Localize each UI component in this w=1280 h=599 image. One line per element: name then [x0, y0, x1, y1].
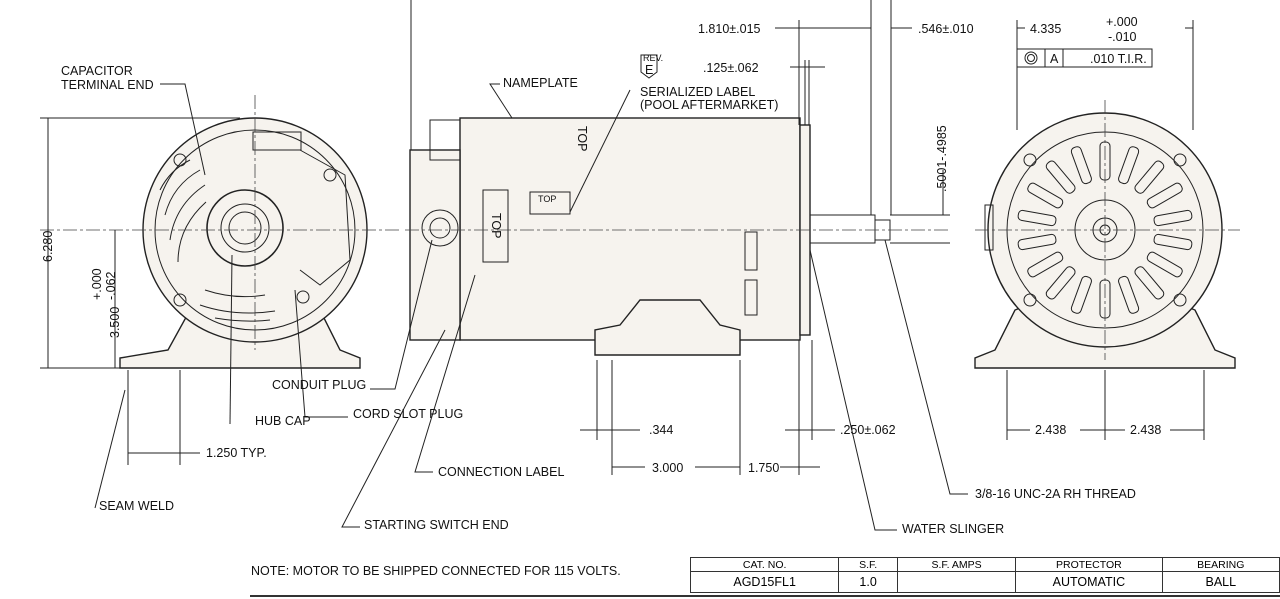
- dim-250: .250±.062: [840, 423, 896, 437]
- vent-slot: [1070, 146, 1092, 185]
- dim-4335-minus: -.010: [1108, 30, 1137, 44]
- hub-cap-label: HUB CAP: [255, 414, 311, 428]
- header-protector: PROTECTOR: [1015, 557, 1163, 572]
- cell-sf-amps: [896, 571, 1017, 593]
- dim-6280: 6.280: [41, 231, 55, 262]
- vent-slot: [1045, 266, 1076, 300]
- fcf-datum: A: [1050, 52, 1059, 66]
- dim-4335: 4.335: [1030, 22, 1061, 36]
- serialized-label-2: (POOL AFTERMARKET): [640, 98, 778, 112]
- shipping-note: NOTE: MOTOR TO BE SHIPPED CONNECTED FOR …: [251, 564, 621, 578]
- top-marking-3: TOP: [538, 194, 556, 204]
- header-sf-amps: S.F. AMPS: [896, 557, 1017, 572]
- dim-546: .546±.010: [918, 22, 974, 36]
- dim-4335-plus: +.000: [1106, 15, 1138, 29]
- rev-badge: [640, 54, 658, 79]
- dim-1750: 1.750: [748, 461, 779, 475]
- dim-3000: 3.000: [652, 461, 683, 475]
- serialized-label: SERIALIZED LABEL: [640, 85, 755, 99]
- leader-lines: [94, 83, 968, 531]
- vent-slot: [1153, 209, 1193, 227]
- rev-letter: E: [645, 63, 653, 77]
- cell-protector: AUTOMATIC: [1015, 571, 1163, 593]
- vent-slot: [1070, 275, 1092, 314]
- side-view: [405, 0, 950, 475]
- vent-slot: [1146, 182, 1183, 209]
- dim-3500-minus: -.062: [104, 271, 118, 300]
- header-cat-no: CAT. NO.: [689, 557, 840, 572]
- starting-switch-end-label: STARTING SWITCH END: [364, 518, 509, 532]
- dim-2438-left: 2.438: [1035, 423, 1066, 437]
- top-marking: TOP: [575, 126, 589, 151]
- water-slinger-label: WATER SLINGER: [902, 522, 1004, 536]
- vent-slot: [1118, 146, 1140, 185]
- fcf-value: .010 T.I.R.: [1090, 52, 1147, 66]
- dim-1810: 1.810±.015: [698, 22, 761, 36]
- dim-3500-plus: +.000: [90, 268, 104, 300]
- spec-table: CAT. NO. S.F. S.F. AMPS PROTECTOR BEARIN…: [689, 557, 1280, 593]
- conduit-plug-label: CONDUIT PLUG: [272, 378, 366, 392]
- dim-2438-right: 2.438: [1130, 423, 1161, 437]
- vent-slot: [1146, 251, 1183, 278]
- capacitor-label-2: TERMINAL END: [61, 78, 154, 92]
- dim-shaft: .5001-.4985: [935, 125, 949, 192]
- header-bearing: BEARING: [1161, 557, 1280, 572]
- top-marking-2: TOP: [489, 213, 503, 238]
- vent-slot: [1118, 275, 1140, 314]
- header-sf: S.F.: [838, 557, 898, 572]
- vent-slot: [1017, 209, 1057, 227]
- cell-bearing: BALL: [1161, 571, 1280, 593]
- dim-344: .344: [649, 423, 673, 437]
- dim-125: .125±.062: [703, 61, 759, 75]
- cell-cat-no: AGD15FL1: [689, 571, 840, 593]
- vent-slot: [1017, 233, 1057, 251]
- vent-slot: [1027, 251, 1064, 278]
- table-bottom-border: [250, 595, 1280, 597]
- right-end-view: [974, 20, 1240, 440]
- vent-slot: [1027, 182, 1064, 209]
- dim-1250: 1.250 TYP.: [206, 446, 267, 460]
- cell-sf: 1.0: [838, 571, 898, 593]
- vent-slot: [1045, 160, 1076, 194]
- vent-slot: [1153, 233, 1193, 251]
- dim-3500: 3.500: [108, 307, 122, 338]
- cord-slot-plug-label: CORD SLOT PLUG: [353, 407, 463, 421]
- capacitor-label: CAPACITOR: [61, 64, 133, 78]
- thread-label: 3/8-16 UNC-2A RH THREAD: [975, 487, 1136, 501]
- vent-slot: [1134, 160, 1165, 194]
- seam-weld-label: SEAM WELD: [99, 499, 174, 513]
- nameplate-label: NAMEPLATE: [503, 76, 578, 90]
- connection-label: CONNECTION LABEL: [438, 465, 564, 479]
- vent-slot: [1134, 266, 1165, 300]
- rev-label: REV.: [643, 53, 663, 63]
